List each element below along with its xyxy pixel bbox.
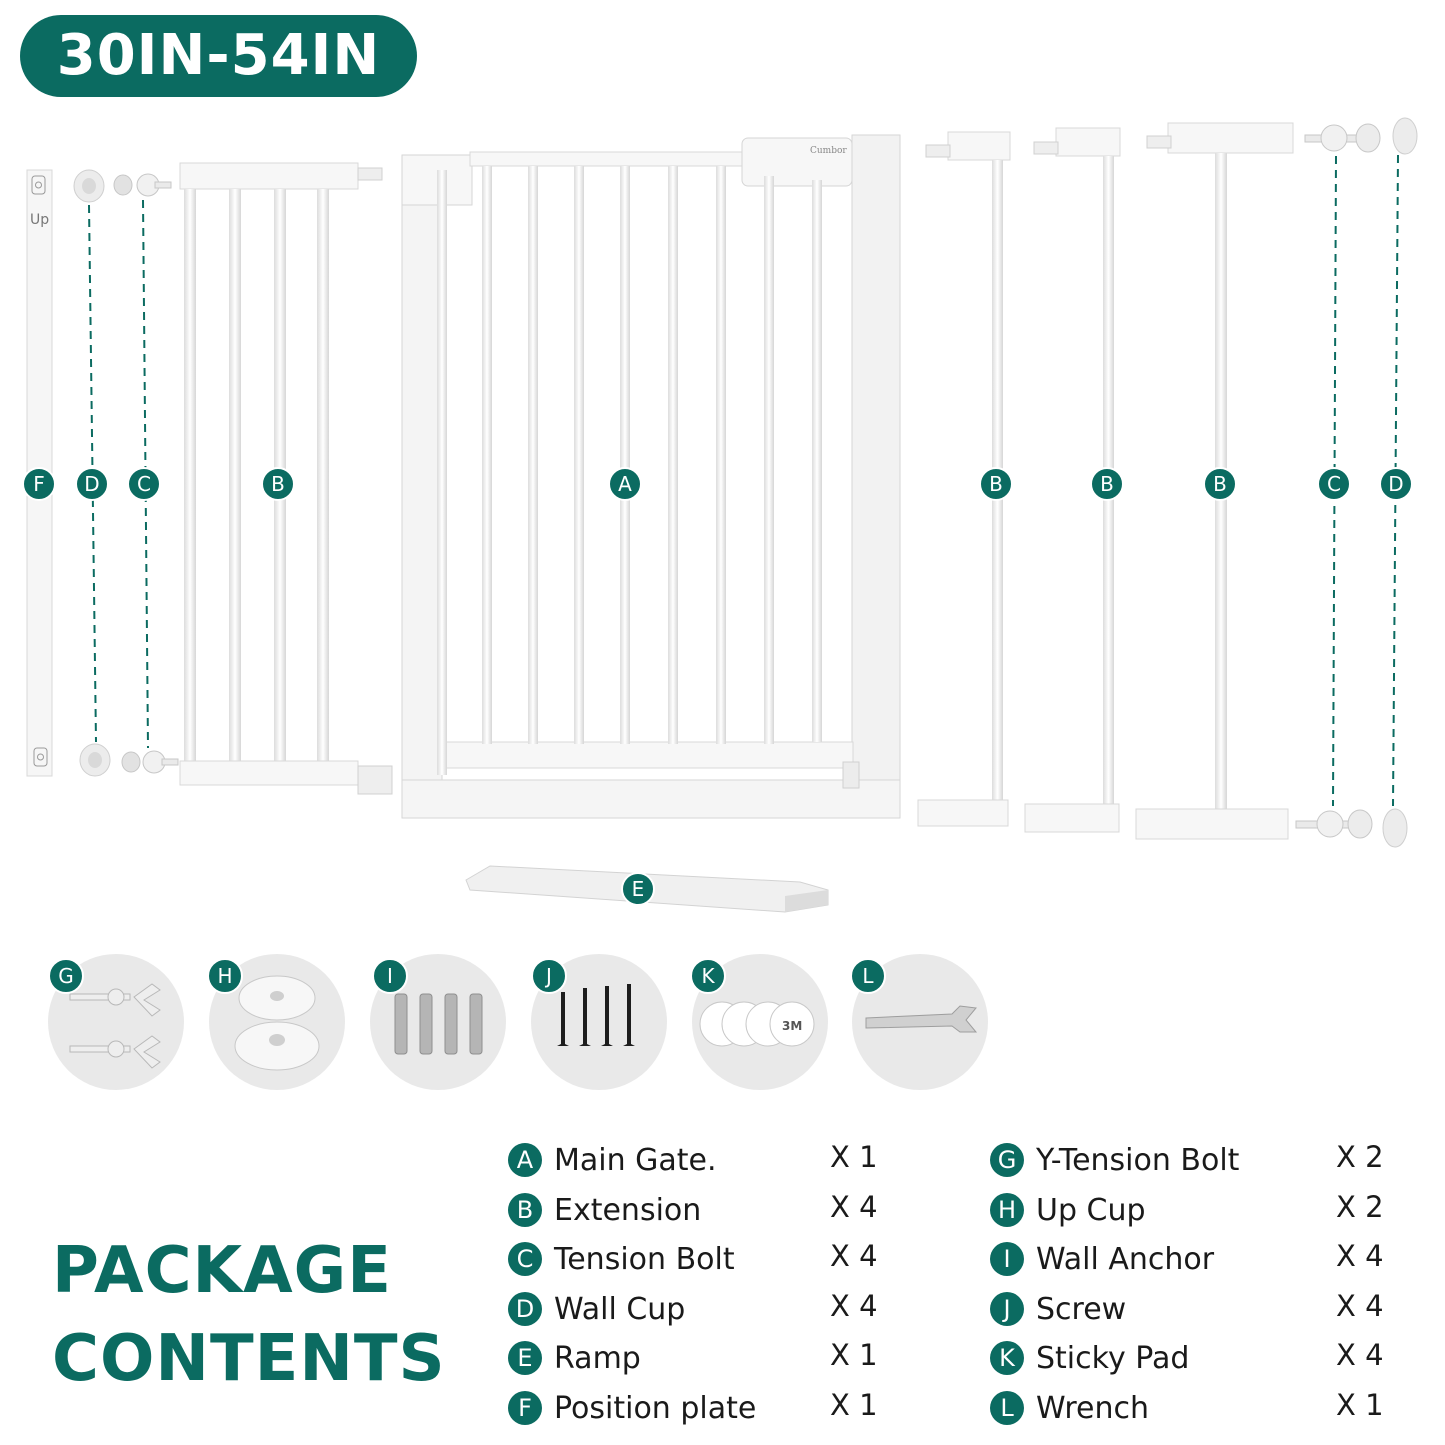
left-wall-cups	[73, 169, 111, 777]
marker-c-right: C	[1317, 467, 1351, 501]
wrench-icon	[865, 1005, 978, 1033]
right-tension-bolts	[1295, 123, 1381, 839]
gate-brand-label: Cumbor	[810, 146, 847, 156]
accessory-letter-j: J	[531, 958, 567, 994]
svg-text:F: F	[33, 472, 45, 496]
accessory-letter-l: L	[850, 958, 886, 994]
screw-icon	[557, 984, 635, 1046]
accessory-letter-h: H	[207, 958, 243, 994]
svg-text:B: B	[271, 472, 285, 496]
svg-text:B: B	[1100, 472, 1114, 496]
accessory-letter-k: K	[690, 958, 726, 994]
accessory-letter-g: G	[48, 958, 84, 994]
svg-text:D: D	[1388, 472, 1403, 496]
marker-b-right-3: B	[1203, 467, 1237, 501]
marker-b-right-2: B	[1090, 467, 1124, 501]
svg-text:B: B	[1213, 472, 1227, 496]
right-wall-cups	[1382, 117, 1418, 848]
svg-text:A: A	[618, 472, 632, 496]
marker-d-left: D	[75, 467, 109, 501]
marker-c-left: C	[127, 467, 161, 501]
svg-text:E: E	[632, 877, 645, 901]
marker-f: F	[22, 467, 56, 501]
wall-anchor-icon	[394, 993, 483, 1055]
y-tension-bolt-icon	[69, 983, 161, 1069]
accessory-sticky-pad: 3M	[692, 954, 828, 1090]
marker-b-left: B	[261, 467, 295, 501]
marker-b-right-1: B	[979, 467, 1013, 501]
marker-a: A	[608, 467, 642, 501]
size-range-badge: 30IN-54IN	[20, 15, 417, 97]
sticky-pad-brand: 3M	[782, 1019, 802, 1033]
package-title-line1: PACKAGE	[52, 1234, 392, 1308]
svg-text:D: D	[84, 472, 99, 496]
package-title-line2: CONTENTS	[52, 1322, 446, 1396]
left-tension-bolts	[113, 173, 179, 774]
svg-text:C: C	[137, 472, 151, 496]
position-plate-label: Up	[30, 212, 49, 228]
marker-e: E	[621, 872, 655, 906]
gate-exploded-diagram: Up Cumbor	[22, 117, 1418, 913]
up-cup-icon	[234, 975, 320, 1071]
sticky-pad-icon: 3M	[699, 1001, 815, 1047]
svg-text:B: B	[989, 472, 1003, 496]
marker-d-right: D	[1379, 467, 1413, 501]
accessory-letter-i: I	[372, 958, 408, 994]
main-gate: Cumbor	[401, 134, 901, 819]
svg-text:C: C	[1327, 472, 1341, 496]
